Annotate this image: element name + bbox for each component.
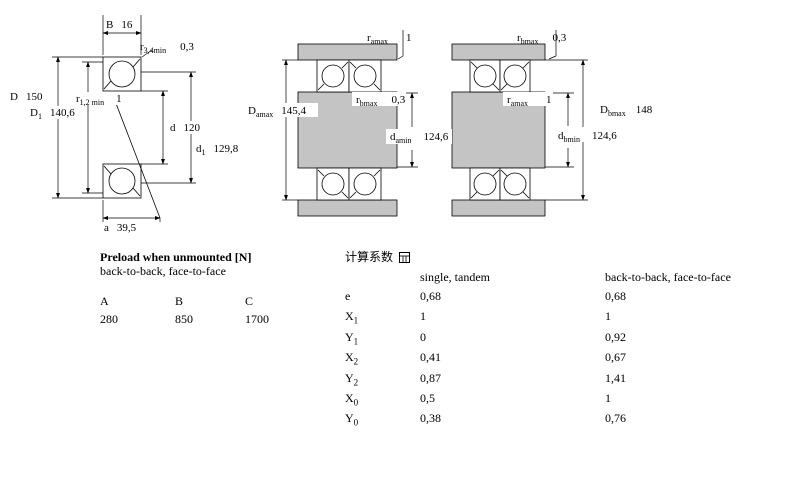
factor-v1: 0,68 (420, 289, 441, 303)
factor-v2: 0,76 (605, 411, 626, 426)
preload-col-b: B (175, 294, 184, 308)
left-bearing-section (102, 56, 161, 219)
preload-header-row: A B C (100, 294, 330, 308)
factor-v1: 0 (420, 329, 426, 344)
factor-v2: 1,41 (605, 370, 626, 385)
factors-header-spacer (345, 269, 420, 285)
factor-row-y0: Y0 0,38 0,76 (345, 410, 765, 430)
factors-header-row: single, tandem back-to-back, face-to-fac… (345, 269, 765, 285)
factor-row-y2: Y2 0,87 1,41 (345, 370, 765, 390)
factor-label: X1 (345, 309, 359, 326)
preload-val-a: 280 (100, 312, 118, 326)
factor-row-x1: X1 1 1 (345, 308, 765, 328)
factor-v1: 0,41 (420, 350, 441, 365)
preload-value-row: 280 850 1700 (100, 312, 330, 326)
preload-subtitle: back-to-back, face-to-face (100, 264, 226, 278)
preload-title: Preload when unmounted [N] (100, 250, 252, 264)
arrangement-1-dims (282, 30, 418, 201)
factor-v2: 0,68 (605, 289, 626, 303)
arrangement-1 (297, 43, 398, 217)
factor-v1: 0,87 (420, 370, 441, 385)
preload-table: Preload when unmounted [N] back-to-back,… (100, 250, 330, 326)
factor-v1: 0,5 (420, 390, 435, 405)
factor-v1: 1 (420, 309, 426, 324)
factor-label: Y2 (345, 370, 359, 387)
factors-col1-header: single, tandem (420, 270, 490, 284)
preload-col-a: A (100, 294, 109, 308)
preload-val-b: 850 (175, 312, 193, 326)
factor-v1: 0,38 (420, 411, 441, 426)
factor-v2: 0,67 (605, 350, 626, 365)
factor-v2: 0,92 (605, 329, 626, 344)
left-dimension-lines (52, 15, 196, 222)
factor-v2: 1 (605, 390, 611, 405)
preload-col-c: C (245, 294, 254, 308)
arrangement-2 (451, 43, 546, 217)
factor-row-x2: X2 0,41 0,67 (345, 349, 765, 369)
factor-label: e (345, 289, 351, 303)
calculator-icon[interactable] (399, 251, 411, 263)
factor-label: Y0 (345, 411, 359, 428)
factor-label: X2 (345, 350, 359, 367)
factor-row-y1: Y1 0 0,92 (345, 329, 765, 349)
factors-title: 计算系数 (345, 250, 394, 264)
factor-row-e: e 0,68 0,68 (345, 288, 765, 308)
arrangement-2-dims (545, 30, 588, 201)
factor-label: Y1 (345, 329, 359, 347)
factors-col2-header: back-to-back, face-to-face (605, 270, 731, 284)
preload-val-c: 1700 (245, 312, 269, 326)
factor-row-x0: X0 0,5 1 (345, 390, 765, 410)
calculation-factors-table: 计算系数 single, tandem back-to-back, face-t… (345, 250, 765, 431)
factor-v2: 1 (605, 309, 611, 324)
factor-label: X0 (345, 390, 359, 408)
